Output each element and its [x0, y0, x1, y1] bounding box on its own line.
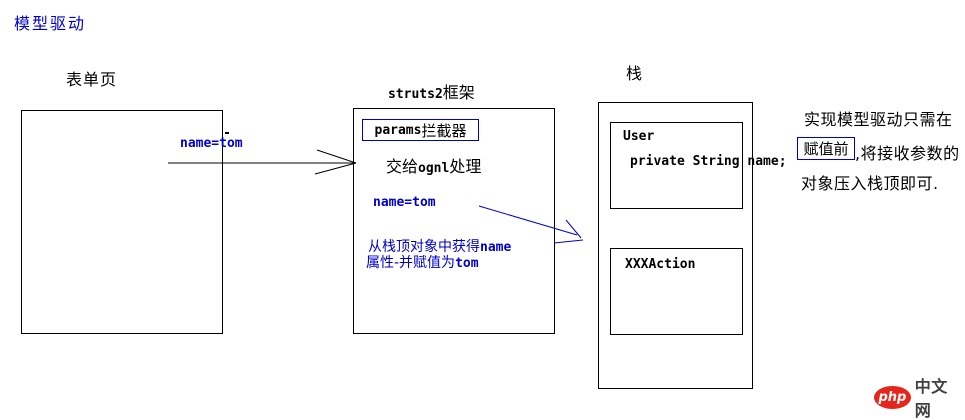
stack-note-line2: 属性-并赋值为tom: [366, 252, 479, 272]
form-page-label: 表单页: [66, 70, 118, 89]
struts2-title: struts2框架: [388, 79, 475, 103]
stack-note-line1-cn: 从栈顶对象中获得: [368, 239, 480, 255]
stack-note-line2-cn: 属性-并赋值为: [366, 255, 456, 271]
struts-param-text: name=tom: [373, 195, 436, 210]
annotation-highlight-box: 赋值前: [797, 137, 855, 160]
annotation-line3: 对象压入栈顶即可.: [801, 174, 939, 193]
ognl-mono-text: ognl: [418, 161, 450, 176]
action-class-name: XXXAction: [625, 257, 696, 272]
user-field-declaration: private String name;: [630, 154, 787, 169]
ognl-post-text: 处理: [449, 157, 482, 176]
stack-label: 栈: [626, 64, 643, 83]
struts2-title-cn: 框架: [442, 83, 475, 102]
php-chinese-net-logo: php 中文网: [874, 377, 964, 420]
annotation-highlight-text: 赋值前: [803, 140, 849, 158]
struts2-framework-box: [353, 108, 555, 334]
stack-note-line2-mono: tom: [455, 256, 479, 271]
page-title: 模型驱动: [14, 14, 87, 33]
form-page-box: [21, 110, 223, 334]
action-object-box: [610, 248, 743, 335]
params-interceptor-label-en: params: [374, 122, 422, 138]
annotation-line2: ,将接收参数的: [855, 144, 960, 163]
stack-note-line1: 从栈顶对象中获得name: [368, 236, 511, 256]
user-class-name: User: [623, 129, 655, 144]
stack-box: [598, 102, 753, 389]
logo-suffix-text: 中文网: [914, 377, 948, 420]
stack-note-line1-mono: name: [480, 240, 512, 255]
user-object-box: [610, 122, 743, 209]
ognl-handoff-label: 交给ognl处理: [386, 153, 481, 177]
ognl-pre-text: 交给: [386, 157, 419, 176]
php-logo-icon: php: [874, 385, 911, 409]
struts2-title-en: struts2: [388, 87, 443, 102]
params-interceptor-label-cn: 拦截器: [421, 121, 467, 140]
request-param-text: name=tom: [180, 136, 243, 151]
annotation-line1: 实现模型驱动只需在: [804, 110, 953, 129]
